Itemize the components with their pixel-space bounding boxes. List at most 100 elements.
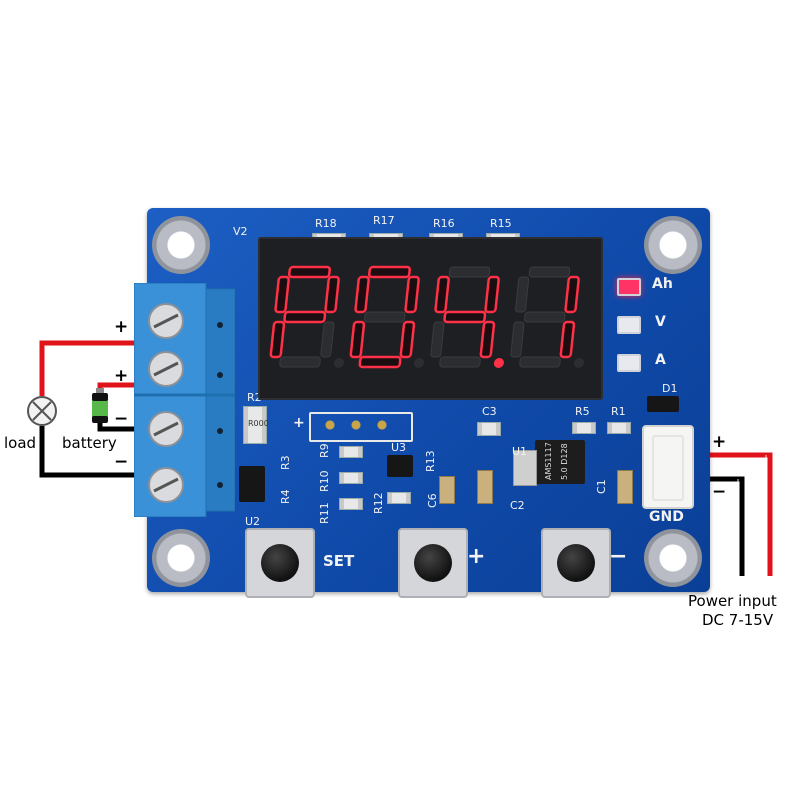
capacitor-c2	[477, 470, 493, 504]
decimal-point	[413, 358, 424, 368]
screw-4	[148, 467, 184, 503]
segment-g	[283, 310, 327, 324]
segment-a	[287, 265, 331, 279]
minus-button[interactable]	[541, 528, 611, 598]
segment-g	[443, 310, 487, 324]
load-label: load	[4, 434, 37, 452]
silk-r000: R000	[248, 419, 269, 428]
display-digit	[349, 265, 424, 369]
shunt-r2	[243, 406, 267, 444]
silk-u1: U1	[512, 445, 528, 458]
resistor-r13	[387, 492, 411, 504]
mount-hole-top-left	[152, 216, 210, 274]
segment-d	[439, 356, 481, 368]
indicator-led-a	[617, 354, 641, 372]
silk-ah: Ah	[652, 276, 673, 292]
indicator-led-v	[617, 316, 641, 334]
power-voltage-label: DC 7-15V	[702, 611, 774, 629]
mount-hole-bottom-left	[152, 529, 210, 587]
silk-a: A	[655, 352, 666, 368]
silk-ams-code: 5.0 D128	[560, 443, 569, 480]
silk-c3: C3	[482, 405, 497, 418]
minus-button-cap	[557, 544, 595, 582]
mount-hole-top-right	[644, 216, 702, 274]
segment-b	[404, 275, 420, 314]
resistor-r9	[339, 446, 363, 458]
screw-2	[148, 351, 184, 387]
segment-d	[519, 356, 561, 368]
load-positive-wire	[39, 340, 150, 396]
segment-c	[399, 320, 416, 359]
silk-c1: C1	[595, 479, 608, 494]
resistor-r11	[339, 498, 363, 510]
segment-c	[479, 320, 496, 359]
capacitor-c6	[439, 476, 455, 504]
segment-f	[274, 275, 290, 314]
power-input-label: Power input	[688, 592, 777, 610]
silk-d1: D1	[662, 382, 678, 395]
resistor-r1	[607, 422, 631, 434]
set-button[interactable]	[245, 528, 315, 598]
screw-3	[148, 411, 184, 447]
power-minus-label: −	[712, 482, 727, 502]
decimal-point	[573, 358, 584, 368]
decimal-point	[493, 358, 504, 368]
load-plus-label: +	[114, 317, 129, 337]
segment-e	[349, 320, 366, 359]
segment-d	[358, 355, 402, 369]
segment-g	[364, 311, 406, 323]
silk-r12: R12	[372, 492, 385, 514]
pin-header	[309, 412, 413, 442]
silk-minus-button: −	[609, 544, 628, 569]
silk-r17: R17	[373, 214, 395, 227]
plus-button-cap	[414, 544, 452, 582]
pcb-board: V2 R18 R17 R16 R15 Ah V A D1 R2 R000 + C…	[147, 208, 710, 598]
segment-f	[515, 276, 530, 313]
segment-e	[510, 321, 525, 358]
silk-r1: R1	[611, 405, 626, 418]
connector-slot	[652, 435, 684, 501]
power-plus-label: +	[712, 432, 727, 452]
silk-gnd: GND	[649, 509, 684, 525]
power-connector	[642, 425, 694, 509]
silk-r10: R10	[318, 470, 331, 492]
ic-lower-left	[239, 466, 265, 502]
silk-ams1117: AMS1117	[544, 442, 553, 480]
set-button-cap	[261, 544, 299, 582]
capacitor-c3	[477, 422, 501, 436]
segment-a	[448, 266, 491, 278]
header-pins	[317, 420, 403, 430]
regulator-u1	[535, 440, 585, 484]
silk-r18: R18	[315, 217, 337, 230]
resistor-r10	[339, 472, 363, 484]
load-negative-wire	[39, 426, 150, 478]
segment-b	[324, 275, 340, 314]
segment-b	[564, 275, 580, 314]
segment-c	[320, 321, 335, 358]
regulator-tab	[513, 450, 537, 486]
display-digits	[269, 265, 584, 369]
silk-u2: U2	[245, 515, 261, 528]
silk-u3: U3	[391, 441, 407, 454]
segment-e	[430, 321, 445, 358]
silk-c2: C2	[510, 499, 525, 512]
plus-button[interactable]	[398, 528, 468, 598]
silk-v: V	[655, 314, 666, 330]
screw-terminal-block	[134, 283, 235, 517]
battery-label: battery	[62, 434, 117, 452]
resistor-r5	[572, 422, 596, 434]
battery-plus-label: +	[114, 366, 129, 386]
segment-b	[484, 275, 500, 314]
load-minus-label: −	[114, 452, 129, 472]
battery-negative-wire	[97, 423, 150, 432]
screw-1	[148, 303, 184, 339]
silk-r16: R16	[433, 217, 455, 230]
display-digit	[430, 266, 504, 368]
silk-header-plus: +	[293, 415, 305, 431]
silk-set: SET	[323, 552, 355, 570]
silk-r3: R3	[279, 455, 292, 470]
display-digit	[510, 266, 584, 368]
diode-d1	[647, 396, 679, 412]
seven-segment-display	[258, 237, 603, 400]
